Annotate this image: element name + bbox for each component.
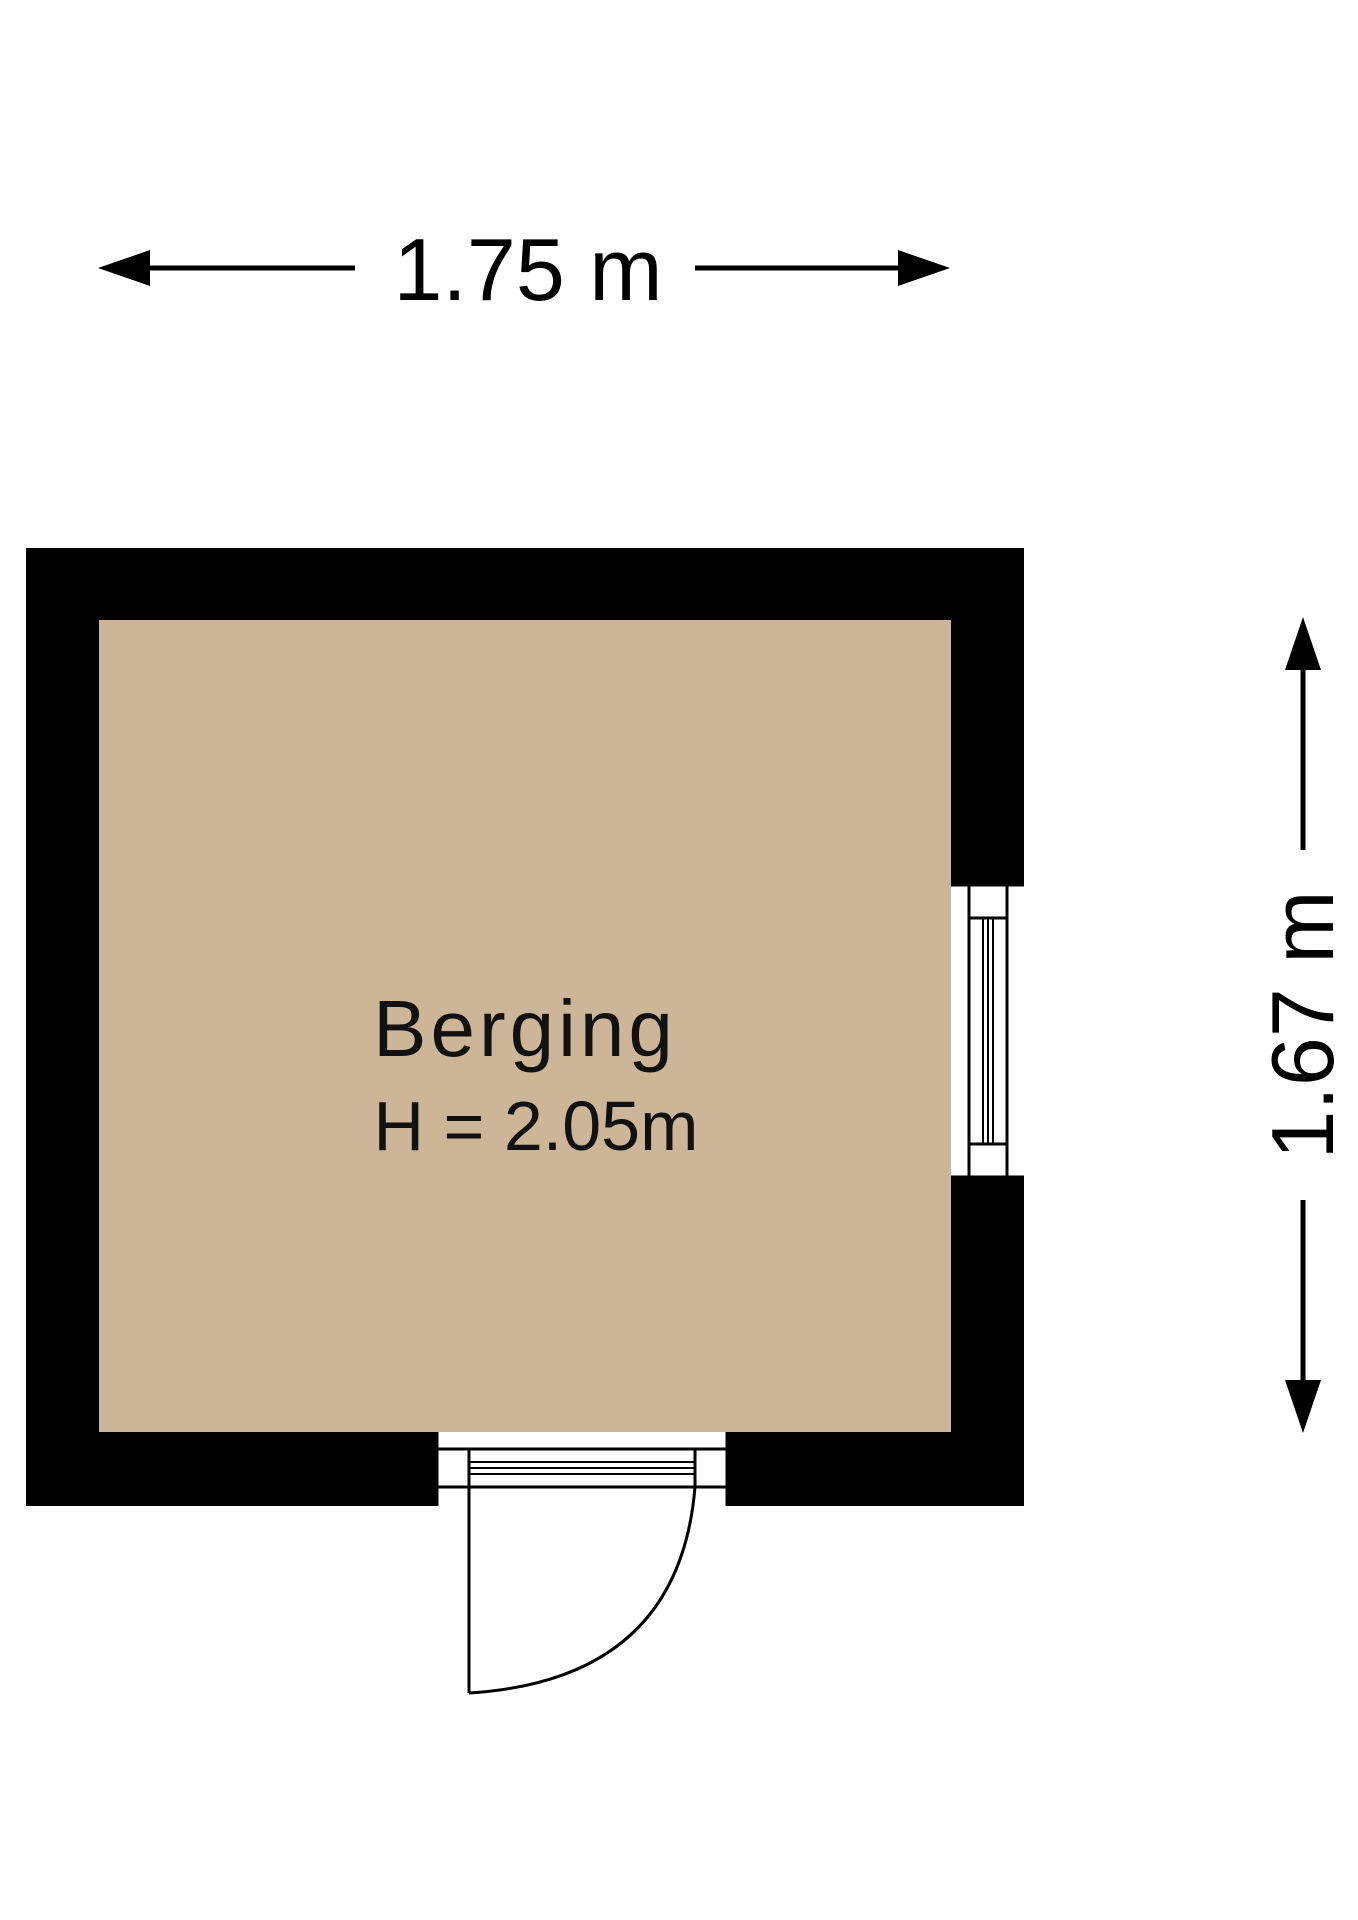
door (435, 1432, 729, 1695)
door-swing-arc (468, 1486, 697, 1695)
room-height: H = 2.05m (374, 1087, 699, 1165)
room-name: Berging (373, 984, 677, 1073)
room-floor (99, 620, 951, 1432)
arrow-left-icon (98, 250, 150, 286)
room-label: Berging H = 2.05m (373, 984, 698, 1165)
width-dimension-label: 1.75 m (393, 220, 662, 319)
arrow-down-icon (1285, 1380, 1321, 1433)
window (951, 883, 1024, 1179)
depth-dimension-label: 1.67 m (1253, 890, 1352, 1159)
arrow-right-icon (898, 250, 950, 286)
width-dimension: 1.75 m (98, 220, 950, 319)
depth-dimension: 1.67 m (1253, 617, 1352, 1433)
arrow-up-icon (1285, 617, 1321, 670)
